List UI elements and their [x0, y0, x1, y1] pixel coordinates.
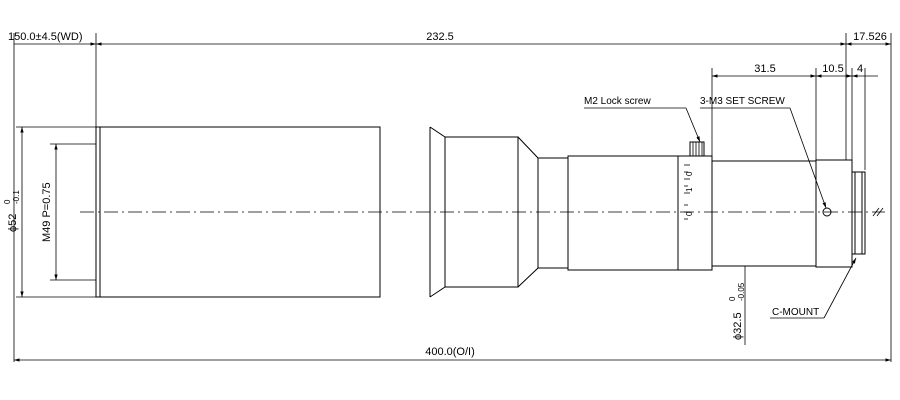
collar-width-dim: 10.5 — [822, 63, 843, 75]
scale-mark-mid: 1 — [685, 187, 694, 192]
front-diameter-dim: ϕ52 0 -0.1 — [3, 190, 21, 232]
svg-text:0: 0 — [685, 211, 694, 216]
svg-text:ϕ52: ϕ52 — [7, 214, 19, 232]
leader-lines — [584, 107, 857, 319]
lens-length-dim: 232.5 — [426, 31, 454, 43]
scale-mark-zero: 0 — [685, 211, 694, 216]
svg-text:-0.05: -0.05 — [737, 282, 746, 301]
c-mount-flange — [851, 171, 866, 255]
scale-ring — [677, 155, 713, 271]
focus-section — [537, 157, 569, 269]
c-mount-label: C-MOUNT — [772, 307, 819, 318]
rear-diameter-dim: ϕ32.5 0 -0.05 — [728, 282, 746, 340]
total-length-dim: 400.0(O/I) — [425, 346, 475, 358]
mount-collar — [815, 159, 853, 268]
svg-text:-0.1: -0.1 — [12, 190, 21, 204]
filter-thread-dim: M49 P=0.75 — [41, 182, 53, 242]
svg-text:M49 P=0.75: M49 P=0.75 — [41, 182, 53, 242]
svg-text:0: 0 — [685, 171, 694, 176]
focus-ring — [567, 155, 679, 271]
flange-width-dim: 4 — [857, 63, 863, 75]
svg-text:1: 1 — [685, 187, 694, 192]
svg-text:ϕ32.5: ϕ32.5 — [732, 312, 744, 340]
scale-mark-top: 0 — [685, 171, 694, 176]
rear-offset-dim: 17.526 — [853, 31, 887, 43]
lock-screw-label: M2 Lock screw — [584, 96, 651, 107]
working-distance-dim: 150.0±4.5(WD) — [8, 31, 83, 43]
svg-text:0: 0 — [728, 296, 737, 301]
mount-barrel — [711, 160, 817, 267]
set-screw-label: 3-M3 SET SCREW — [700, 96, 785, 107]
mount-section-dim: 31.5 — [754, 63, 775, 75]
lock-screw — [689, 141, 705, 157]
svg-text:0: 0 — [3, 199, 12, 204]
